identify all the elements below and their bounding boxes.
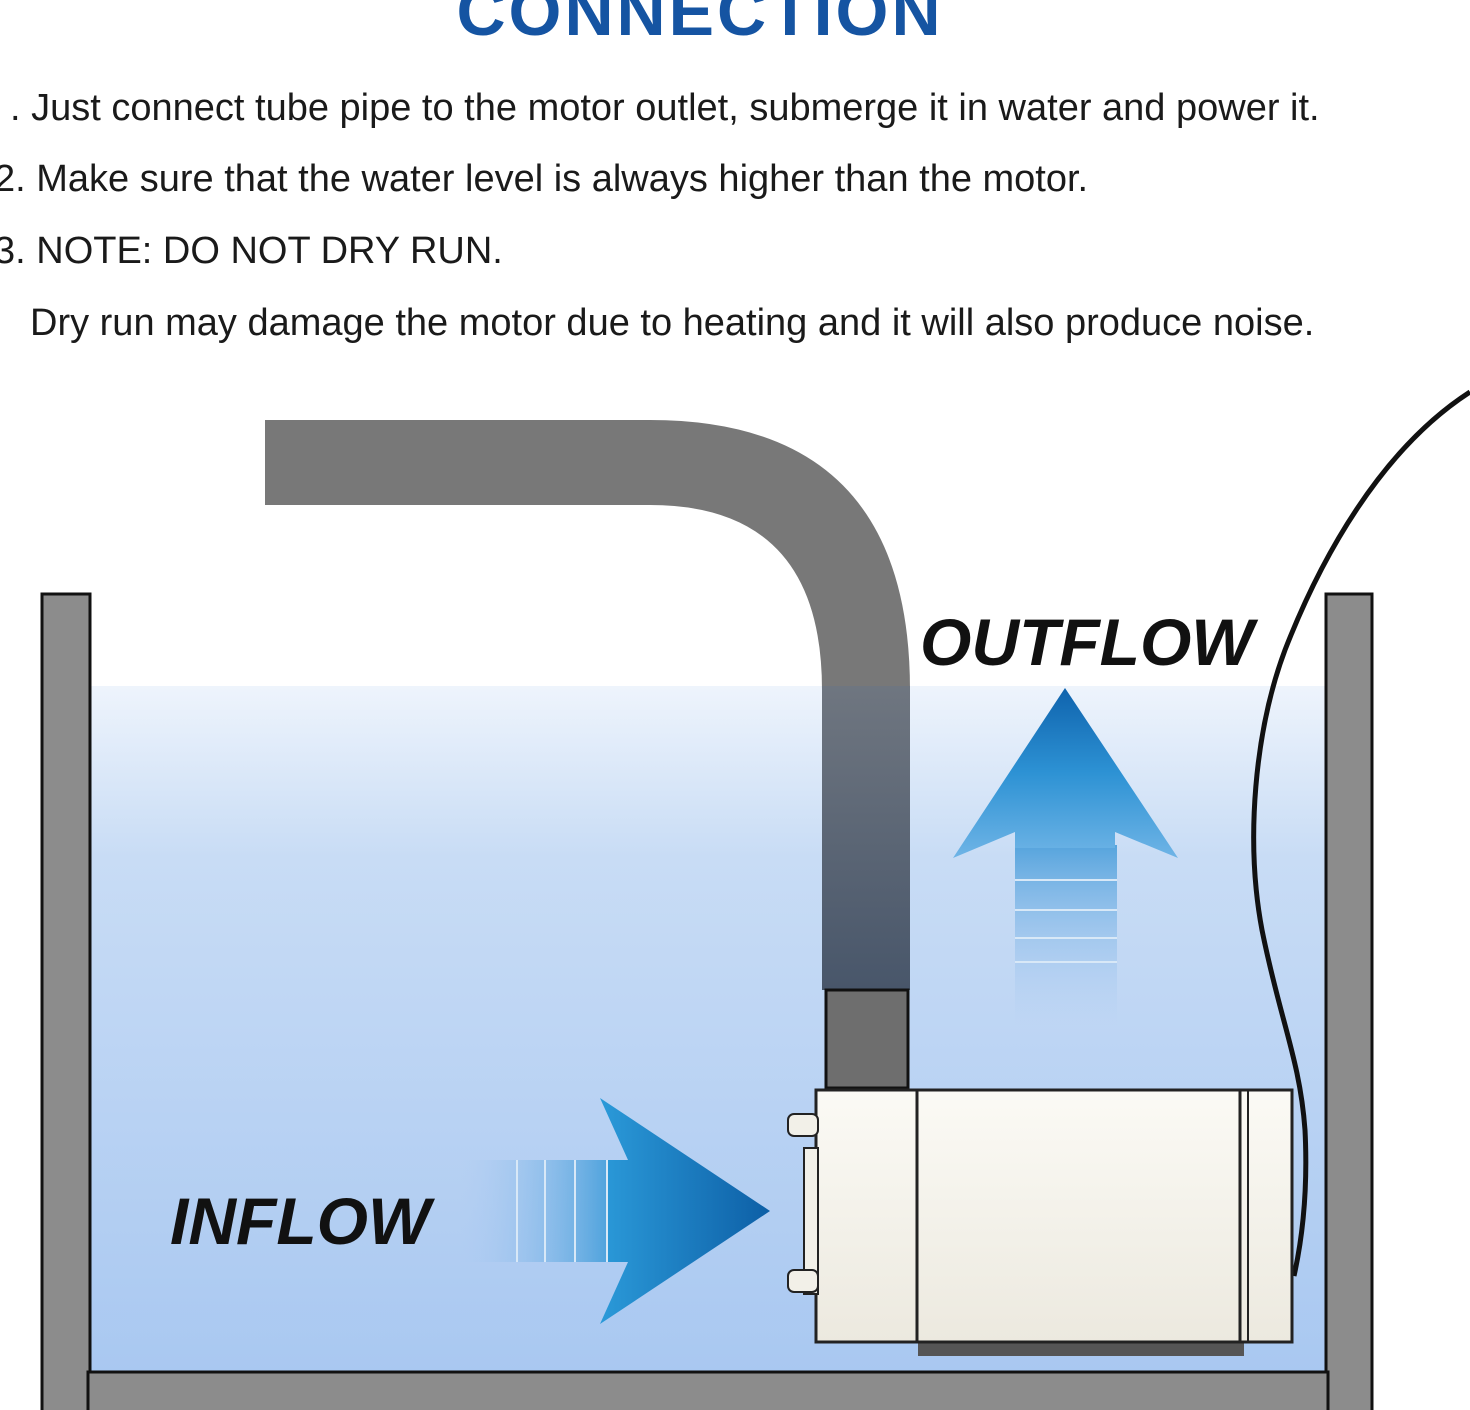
pump-motor [787,1088,1294,1356]
inflow-arrow [460,1098,770,1324]
power-cable [1251,389,1470,1277]
instruction-step-3-detail: Dry run may damage the motor due to heat… [30,302,1315,344]
instruction-step-1: . Just connect tube pipe to the motor ou… [10,87,1320,129]
tank [40,592,1374,1410]
instruction-step-2: 2. Make sure that the water level is alw… [0,158,1089,200]
instruction-step-3: 3. NOTE: DO NOT DRY RUN. [0,230,503,272]
outlet-tube [265,420,910,1090]
inflow-label: INFLOW [170,1184,435,1258]
outflow-label: OUTFLOW [920,605,1258,679]
outflow-arrow [953,688,1178,1025]
page-title: CONNECTION [456,0,944,50]
